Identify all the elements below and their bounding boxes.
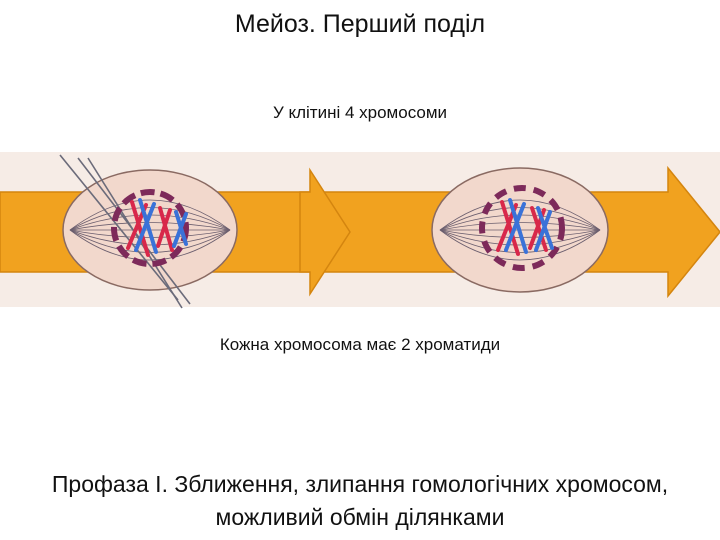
meiosis-illustration <box>0 152 720 309</box>
cell-left <box>59 154 238 309</box>
caption-chromatids: Кожна хромосома має 2 хроматиди <box>219 335 501 354</box>
meiosis-figure <box>0 150 720 315</box>
caption-chromosome-count: У клітині 4 хромосоми <box>272 103 448 122</box>
slide-title: Мейоз. Перший поділ <box>234 10 486 38</box>
prophase-summary: Профаза I. Зближення, злипання гомологіч… <box>51 471 669 530</box>
cell-right <box>431 167 609 293</box>
chromosomes <box>496 198 554 256</box>
nuclear-membrane <box>479 185 565 271</box>
chromosomes <box>126 198 188 257</box>
nuclear-membrane <box>111 189 189 267</box>
middle-arrowhead <box>299 167 351 297</box>
